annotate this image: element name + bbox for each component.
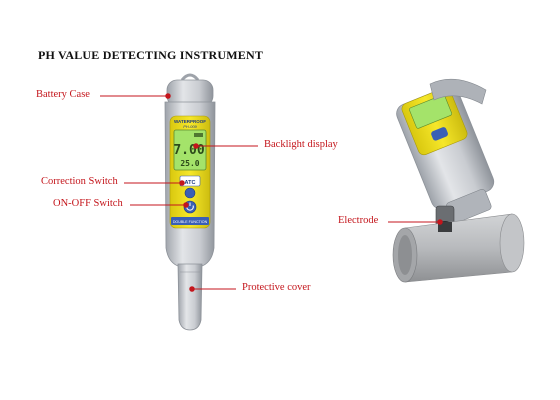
model-strip-text: DOUBLE FUNCTION [173,220,208,224]
lcd-reading-sub: 25.0 [180,159,199,168]
label-battery-case: Battery Case [36,89,90,100]
label-protective-cover: Protective cover [242,282,311,293]
protective-tube [392,213,525,283]
backlight-dot [193,143,199,149]
label-electrode: Electrode [338,215,379,226]
protective-dot [189,286,195,292]
correction-switch-button [184,187,196,199]
device-brand-text: WATERPROOF [174,119,206,124]
tube-body [404,213,513,283]
lcd-reading: 7.00 [173,143,204,158]
ph-meter-front [164,73,216,331]
tube-end-right [499,213,525,273]
closeup-logo [431,127,448,141]
on-off-dot [183,202,189,208]
page-title: PH VALUE DETECTING INSTRUMENT [38,48,264,62]
closeup-lcd [409,94,453,129]
closeup-collar [429,78,487,105]
electrode-stem [438,222,452,232]
model-strip [171,217,209,225]
protective-cover [177,263,203,331]
correction-dot [179,180,185,186]
cap-loop [180,73,200,81]
callout-lines [100,93,443,292]
atc-text: ATC [185,180,196,186]
label-on-off-switch: ON-OFF Switch [53,198,123,209]
battery-case-dot [165,93,171,99]
lcd-indicator [194,133,203,137]
tube-opening [398,235,412,275]
ph-meter-closeup [392,78,525,283]
device-model-text: PH-009 [183,124,197,129]
backlight-lcd [173,129,207,171]
electrode-dot [437,219,443,225]
atc-badge [179,175,201,187]
label-correction-switch: Correction Switch [41,176,118,187]
label-backlight-display: Backlight display [264,139,338,150]
